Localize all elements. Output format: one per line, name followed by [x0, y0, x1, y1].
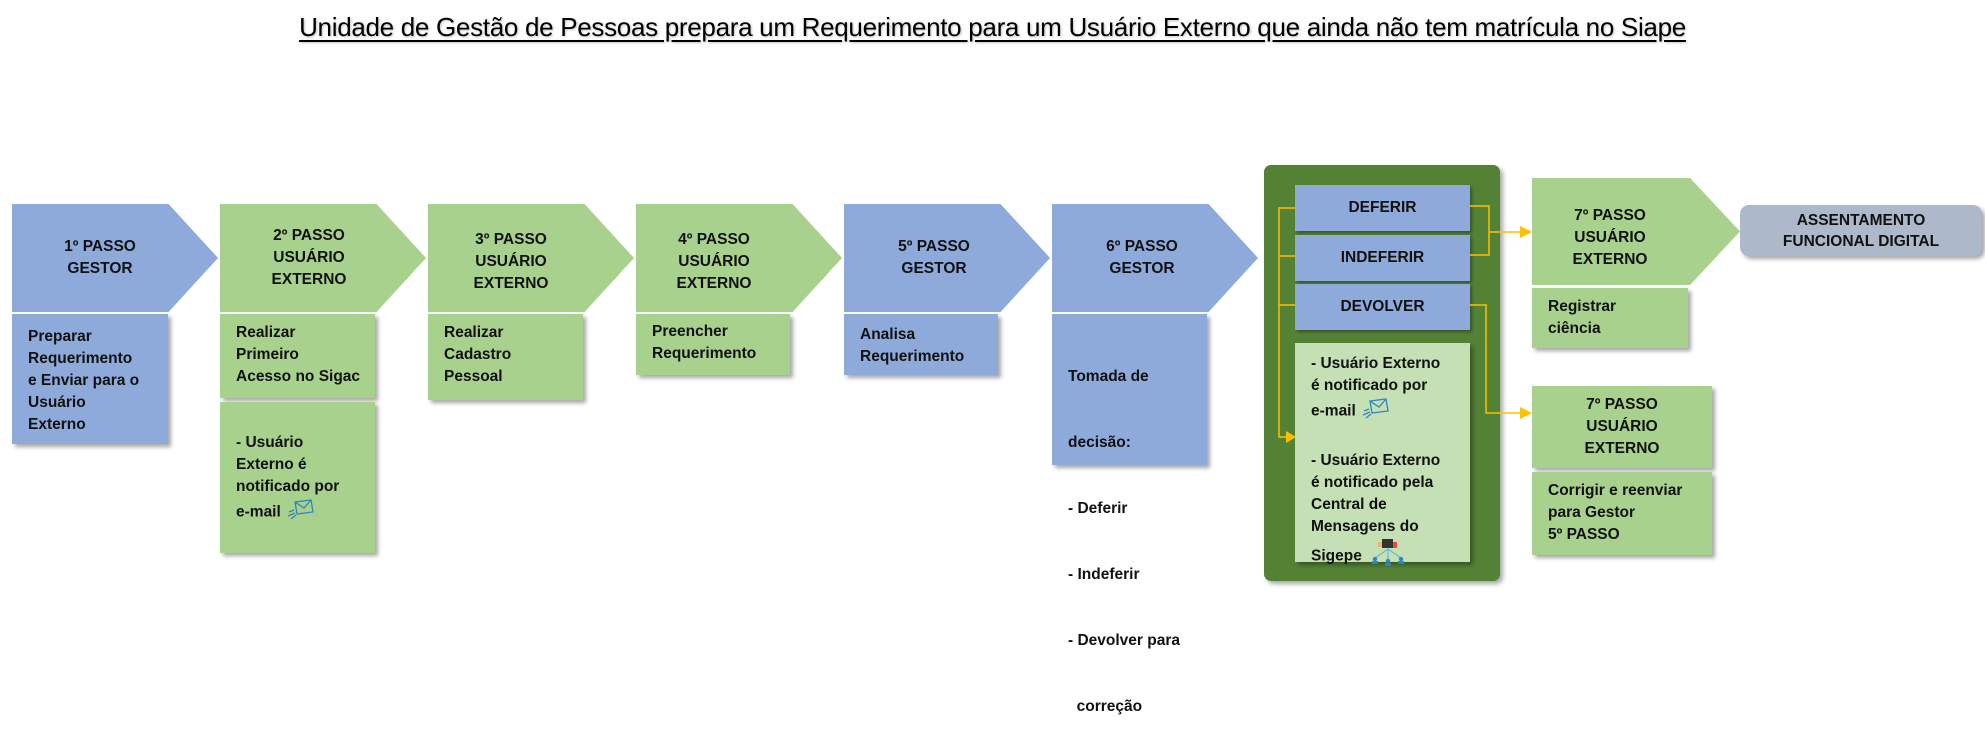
- step-7-return-header: 7º PASSO USUÁRIO EXTERNO: [1532, 386, 1712, 468]
- step-2-description: Realizar Primeiro Acesso no Sigac: [220, 314, 375, 398]
- notification-line: Mensagens do: [1311, 518, 1419, 535]
- description-line: Registrar: [1548, 298, 1617, 315]
- notification-line: e-mail: [236, 503, 281, 521]
- assentamento-funcional-digital: ASSENTAMENTO FUNCIONAL DIGITAL: [1740, 205, 1982, 256]
- step-5-description: Analisa Requerimento: [844, 314, 998, 375]
- option-indeferir: INDEFERIR: [1295, 235, 1470, 281]
- step-1-actor: GESTOR: [67, 260, 133, 277]
- step-7-actor: EXTERNO: [1572, 250, 1648, 268]
- step-3-actor: USUÁRIO: [475, 253, 547, 270]
- decision-notifications: - Usuário Externo é notificado por e-mai…: [1295, 343, 1470, 566]
- step-3-description: Realizar Cadastro Pessoal: [428, 314, 583, 400]
- step-1-header: 1º PASSO GESTOR: [12, 204, 218, 312]
- step-3-header: 3º PASSO USUÁRIO EXTERNO: [428, 204, 634, 312]
- notification-line: - Usuário Externo: [1311, 355, 1441, 372]
- description-line: Usuário: [28, 394, 86, 411]
- step-1-description: Preparar Requerimento e Enviar para o Us…: [12, 314, 168, 444]
- description-line: Pessoal: [444, 368, 503, 385]
- step-4-header: 4º PASSO USUÁRIO EXTERNO: [636, 204, 842, 312]
- step-3-number: 3º PASSO: [475, 231, 547, 248]
- option-devolver: DEVOLVER: [1295, 284, 1470, 330]
- step-7-actor: USUÁRIO: [1574, 228, 1646, 246]
- chevron-shape: [1052, 204, 1258, 312]
- chevron-shape: [12, 204, 218, 312]
- description-line: e Enviar para o: [28, 372, 140, 389]
- description-line: Cadastro: [444, 346, 512, 363]
- description-line: - Devolver para: [1068, 632, 1180, 649]
- chevron-shape: [844, 204, 1050, 312]
- notification-line: e-mail: [1311, 402, 1356, 420]
- final-label: ASSENTAMENTO: [1796, 211, 1926, 229]
- step-1-number: 1º PASSO: [64, 238, 136, 255]
- notification-line: - Usuário: [236, 434, 304, 451]
- step-6-actor: GESTOR: [1109, 260, 1175, 277]
- description-line: - Indeferir: [1068, 566, 1140, 583]
- description-line: Requerimento: [652, 345, 757, 362]
- description-line: Primeiro: [236, 346, 299, 363]
- description-line: Realizar: [444, 324, 504, 341]
- notification-line: é notificado pela: [1311, 474, 1434, 491]
- notification-line: Externo é: [236, 456, 307, 473]
- step-2-actor: USUÁRIO: [273, 249, 345, 266]
- description-line: correção: [1068, 698, 1143, 715]
- description-line: Corrigir e reenviar: [1548, 482, 1683, 499]
- description-line: Preparar: [28, 328, 92, 345]
- description-line: - Deferir: [1068, 500, 1128, 517]
- chevron-shape: [220, 204, 426, 312]
- step-7-number: 7º PASSO: [1574, 206, 1646, 224]
- chevron-shape: [1532, 178, 1740, 285]
- option-deferir: DEFERIR: [1295, 185, 1470, 231]
- chevron-shape: [428, 204, 634, 312]
- description-line: Requerimento: [28, 350, 133, 367]
- step-6-number: 6º PASSO: [1106, 238, 1178, 255]
- step-7-accept-description: Registrar ciência: [1532, 288, 1688, 348]
- step-4-actor: USUÁRIO: [678, 253, 750, 270]
- step-2-actor: EXTERNO: [271, 271, 347, 288]
- step-7-actor: USUÁRIO: [1586, 418, 1658, 435]
- step-4-number: 4º PASSO: [678, 231, 750, 248]
- step-7-accept-header: 7º PASSO USUÁRIO EXTERNO: [1532, 178, 1740, 285]
- step-4-actor: EXTERNO: [676, 275, 752, 292]
- description-line: 5º PASSO: [1548, 526, 1620, 543]
- description-line: Realizar: [236, 324, 296, 341]
- step-2-notification: - Usuário Externo é notificado por e-mai…: [220, 402, 375, 553]
- step-4-description: Preencher Requerimento: [636, 314, 790, 375]
- step-6-description: Tomada de decisão: - Deferir - Indeferir…: [1052, 314, 1207, 715]
- step-7-return-description: Corrigir e reenviar para Gestor 5º PASSO: [1532, 472, 1712, 555]
- step-5-number: 5º PASSO: [898, 238, 970, 255]
- description-line: Tomada de: [1068, 368, 1149, 385]
- step-2-header: 2º PASSO USUÁRIO EXTERNO: [220, 204, 426, 312]
- envelope-icon: [287, 498, 315, 527]
- notification-line: é notificado por: [1311, 377, 1428, 394]
- step-7-number: 7º PASSO: [1586, 396, 1658, 413]
- description-line: Preencher: [652, 323, 728, 340]
- chevron-shape: [636, 204, 842, 312]
- step-6-header: 6º PASSO GESTOR: [1052, 204, 1258, 312]
- message-network-icon: [1368, 538, 1408, 575]
- description-line: Requerimento: [860, 348, 965, 365]
- step-2-number: 2º PASSO: [273, 227, 345, 244]
- final-label: FUNCIONAL DIGITAL: [1782, 232, 1940, 250]
- description-line: Analisa: [860, 326, 916, 343]
- step-3-actor: EXTERNO: [473, 275, 549, 292]
- notification-line: - Usuário Externo: [1311, 452, 1441, 469]
- description-line: para Gestor: [1548, 504, 1636, 521]
- description-line: ciência: [1548, 320, 1601, 337]
- page-title: Unidade de Gestão de Pessoas prepara um …: [299, 12, 1686, 42]
- description-line: Externo: [28, 416, 86, 433]
- description-line: Acesso no Sigac: [236, 368, 361, 385]
- step-5-actor: GESTOR: [901, 260, 967, 277]
- description-line: decisão:: [1068, 434, 1131, 451]
- notification-line: notificado por: [236, 478, 340, 495]
- arrowhead-step7-return: [1520, 407, 1532, 419]
- step-7-actor: EXTERNO: [1584, 440, 1660, 457]
- notification-line: Central de: [1311, 496, 1387, 513]
- arrowhead-step7-accept: [1520, 226, 1532, 238]
- envelope-icon: [1362, 397, 1390, 426]
- notification-line: Sigepe: [1311, 547, 1362, 565]
- step-5-header: 5º PASSO GESTOR: [844, 204, 1050, 312]
